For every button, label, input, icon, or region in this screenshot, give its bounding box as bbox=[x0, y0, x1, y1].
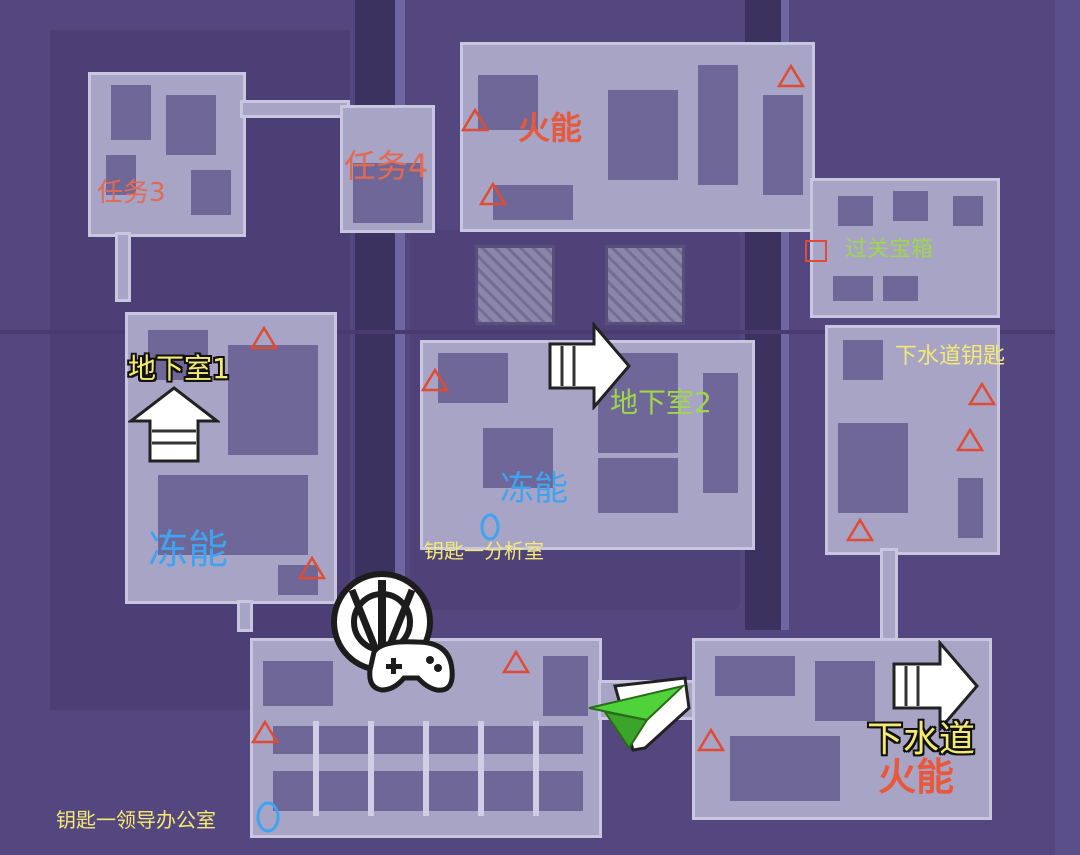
corridor-basement1 bbox=[237, 600, 253, 632]
key-marker-icon[interactable] bbox=[255, 800, 281, 834]
room-mission3 bbox=[88, 72, 246, 237]
label-freeze-left: 冻能 bbox=[148, 527, 228, 573]
up-arrow-icon[interactable] bbox=[128, 385, 220, 465]
label-fire-top: 火能 bbox=[518, 109, 583, 147]
hazard-marker-icon[interactable] bbox=[479, 182, 507, 206]
corridor-sewer-key bbox=[880, 548, 898, 643]
hazard-marker-icon[interactable] bbox=[502, 650, 530, 674]
hazard-marker-icon[interactable] bbox=[697, 728, 725, 752]
player-arrow-icon[interactable] bbox=[585, 668, 695, 758]
street-edge-right bbox=[781, 0, 789, 630]
room-mission4 bbox=[340, 105, 435, 233]
hazard-marker-icon[interactable] bbox=[421, 368, 449, 392]
key-marker-icon[interactable] bbox=[480, 512, 500, 542]
grate-2 bbox=[605, 245, 685, 325]
hazard-marker-icon[interactable] bbox=[968, 382, 996, 406]
gamepad-icon[interactable] bbox=[322, 570, 457, 700]
right-arrow-icon[interactable] bbox=[546, 322, 632, 410]
label-fire-bottom: 火能 bbox=[878, 755, 955, 799]
grate-1 bbox=[475, 245, 555, 325]
label-sewer-key: 下水道钥匙 bbox=[895, 344, 1006, 369]
room-chest bbox=[810, 178, 1000, 318]
hazard-marker-icon[interactable] bbox=[461, 108, 489, 132]
label-mission4: 任务4 bbox=[344, 147, 429, 185]
street-center bbox=[0, 330, 1080, 334]
hazard-marker-icon[interactable] bbox=[251, 720, 279, 744]
label-key-lab: 钥匙一分析室 bbox=[424, 539, 544, 563]
right-arrow-icon[interactable] bbox=[890, 640, 980, 732]
label-freeze-center: 冻能 bbox=[500, 469, 568, 509]
corridor-top bbox=[240, 100, 350, 118]
label-basement2: 地下室2 bbox=[610, 386, 712, 419]
hazard-marker-icon[interactable] bbox=[777, 64, 805, 88]
right-border bbox=[1055, 0, 1080, 855]
hazard-marker-icon[interactable] bbox=[956, 428, 984, 452]
street-edge bbox=[395, 0, 405, 620]
label-basement1: 地下室1 bbox=[128, 352, 230, 385]
label-key-office: 钥匙一领导办公室 bbox=[56, 808, 216, 832]
chest-marker-icon[interactable] bbox=[805, 240, 827, 262]
hazard-marker-icon[interactable] bbox=[846, 518, 874, 542]
hazard-marker-icon[interactable] bbox=[298, 556, 326, 580]
street-vertical bbox=[355, 0, 395, 620]
room-fire-top bbox=[460, 42, 815, 232]
label-mission3: 任务3 bbox=[97, 178, 166, 208]
label-sewer: 下水道 bbox=[867, 719, 976, 760]
label-chest: 过关宝箱 bbox=[845, 237, 934, 262]
hazard-marker-icon[interactable] bbox=[250, 326, 278, 350]
room-sewer-key bbox=[825, 325, 1000, 555]
room-sewer bbox=[692, 638, 992, 820]
corridor-mission3 bbox=[115, 232, 131, 302]
